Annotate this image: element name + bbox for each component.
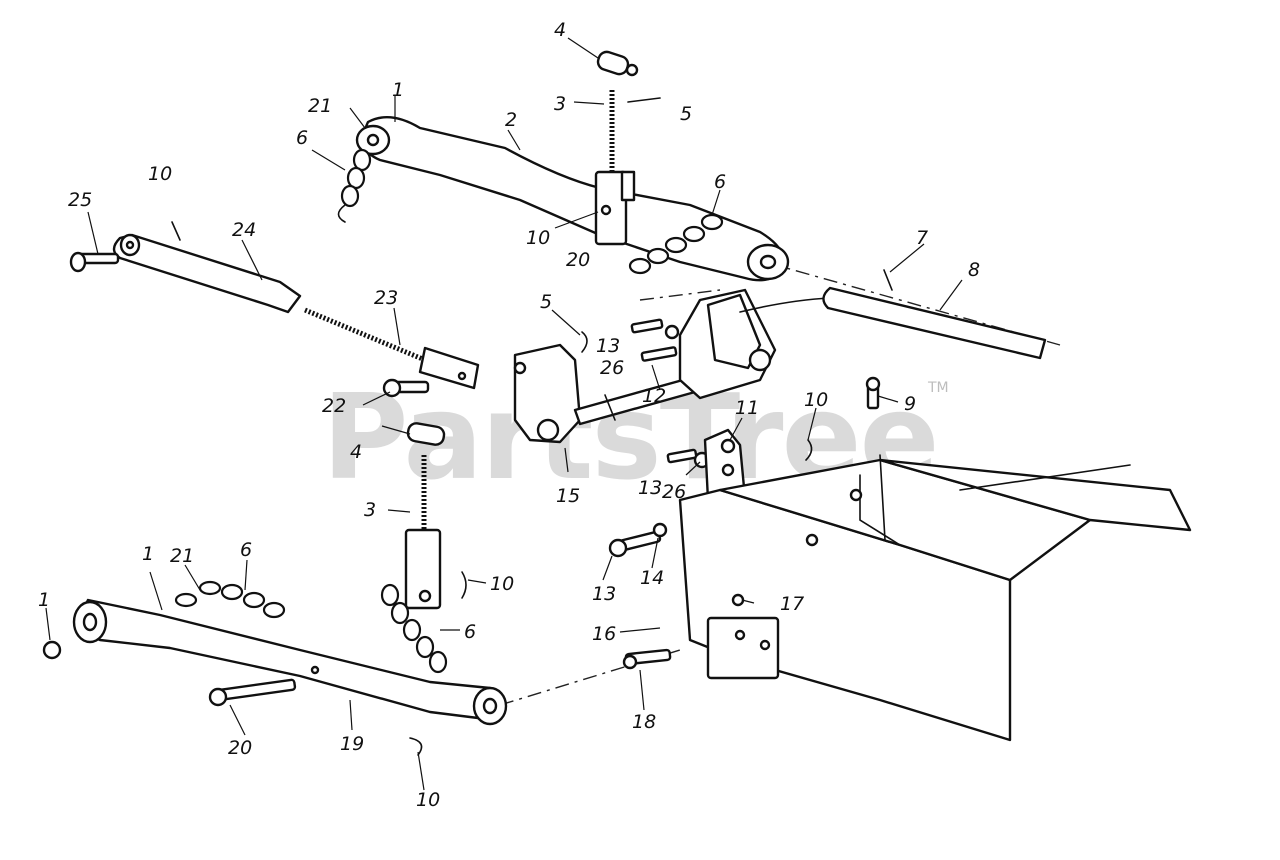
upper-pin	[627, 97, 661, 103]
callout-1: 1	[142, 543, 154, 565]
upper-left-chain	[337, 148, 372, 223]
callout-20: 20	[228, 737, 252, 759]
callout-24: 24	[232, 219, 256, 241]
callout-25: 25	[68, 189, 92, 211]
callout-6: 6	[240, 539, 252, 561]
callout-13: 13	[596, 335, 620, 357]
centerline-mid	[639, 289, 721, 301]
nut-1-lower	[42, 640, 62, 660]
callout-19: 19	[340, 733, 364, 755]
bolt-9	[865, 376, 881, 410]
callout-1: 1	[38, 589, 50, 611]
hairpin-10-left	[171, 221, 181, 241]
callout-20: 20	[566, 249, 590, 271]
lower-left-chain	[174, 580, 286, 619]
hairpin-5-mid	[581, 331, 588, 353]
lower-lift-rod	[404, 455, 442, 610]
callout-18: 18	[632, 711, 656, 733]
callout-10: 10	[526, 227, 550, 249]
callout-4: 4	[554, 19, 566, 41]
callout-13: 13	[592, 583, 616, 605]
upper-right-chain	[628, 213, 724, 275]
nut-17	[731, 593, 745, 607]
callout-7: 7	[916, 227, 928, 249]
callout-8: 8	[968, 259, 980, 281]
bolt-13-lower	[608, 522, 668, 558]
callout-labels: 4 3 5 1 2 21 6 6 10 25 24 10 20 7 8 23 5…	[38, 19, 980, 811]
callout-9: 9	[904, 393, 916, 415]
centerline-upper	[739, 254, 1061, 346]
callout-17: 17	[780, 593, 804, 615]
upper-lift-rod	[594, 90, 636, 246]
middle-clevis	[406, 422, 446, 446]
leader-lines	[45, 37, 963, 791]
callout-16: 16	[592, 623, 616, 645]
pin-18	[622, 648, 672, 670]
rockshaft-assembly	[513, 288, 777, 444]
bolt-washer-upper	[630, 318, 680, 362]
callout-15: 15	[556, 485, 580, 507]
callout-10: 10	[416, 789, 440, 811]
callout-14: 14	[640, 567, 664, 589]
callout-3: 3	[554, 93, 566, 115]
adjusting-link	[112, 233, 480, 390]
upper-clevis	[596, 50, 639, 77]
hairpin-10-mid	[461, 571, 467, 599]
callout-6: 6	[464, 621, 476, 643]
callout-21: 21	[170, 545, 194, 567]
callout-6: 6	[296, 127, 308, 149]
callout-4: 4	[350, 441, 362, 463]
hairpin-7	[883, 269, 893, 291]
hairpin-10-bottom	[409, 737, 423, 756]
callout-3: 3	[364, 499, 376, 521]
lower-lift-arm	[72, 598, 508, 726]
callout-21: 21	[308, 95, 332, 117]
callout-5: 5	[540, 291, 552, 313]
callout-5: 5	[680, 103, 692, 125]
pin-22	[382, 378, 430, 398]
callout-10: 10	[804, 389, 828, 411]
callout-2: 2	[505, 109, 517, 131]
callout-10: 10	[490, 573, 514, 595]
callout-6: 6	[714, 171, 726, 193]
lift-handle-8	[822, 286, 1047, 360]
callout-13: 13	[638, 477, 662, 499]
callout-26: 26	[662, 481, 686, 503]
lift-cable	[739, 297, 831, 313]
hairpin-10-right	[805, 439, 813, 461]
callout-26: 26	[600, 357, 624, 379]
tractor-frame	[678, 454, 1192, 742]
watermark-trademark: TM	[927, 380, 949, 396]
callout-1: 1	[392, 79, 404, 101]
callout-11: 11	[735, 397, 759, 419]
pin-20	[208, 678, 297, 707]
callout-10: 10	[148, 163, 172, 185]
callout-23: 23	[374, 287, 398, 309]
lower-right-chain	[380, 583, 448, 674]
callout-12: 12	[642, 385, 666, 407]
clevis-pin-25	[69, 251, 120, 273]
callout-22: 22	[322, 395, 346, 417]
